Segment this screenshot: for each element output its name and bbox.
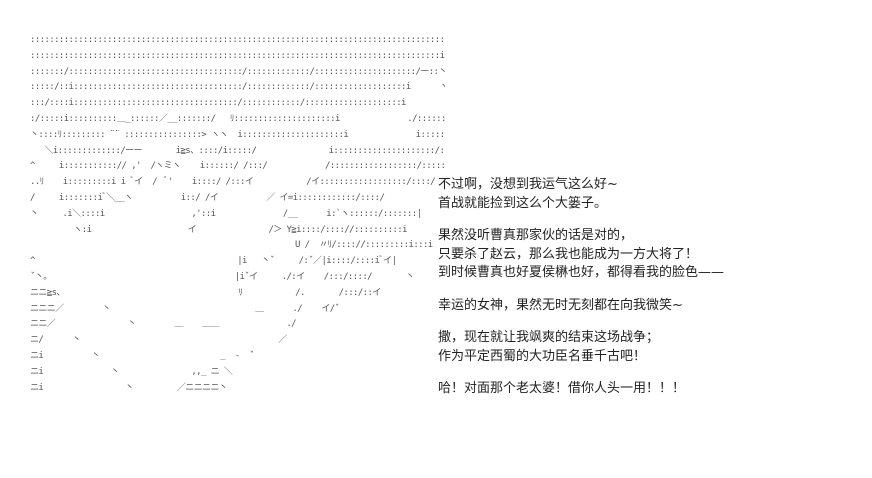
dialogue-line: 果然没听曹真那家伙的话是对的，	[438, 228, 634, 243]
dialogue-line: 幸运的女神，果然无时无刻都在向我微笑~	[438, 297, 683, 313]
dialogue-line: 不过啊，没想到我运气这么好~	[438, 177, 618, 192]
ascii-art-illustration: ::::::::::::::::::::::::::::::::::::::::…	[30, 35, 445, 393]
dialogue-line: 撒，现在就让我飒爽的结束这场战争；	[438, 330, 660, 345]
dialogue-line: 作为平定西蜀的大功臣名垂千古吧！	[438, 348, 647, 364]
dialogue-text: 不过啊，没想到我运气这么好~ 首战就能捡到这么个大篓子。 果然没听曹真那家伙的话…	[438, 176, 858, 399]
dialogue-line: 到时候曹真也好夏侯楙也好，都得看我的脸色——	[438, 265, 725, 280]
dialogue-line: 哈！对面那个老太婆！借你人头一用！！！	[438, 381, 686, 396]
dialogue-line: 只要杀了赵云，那么我也能成为一方大将了！	[438, 246, 699, 262]
dialogue-line: 首战就能捡到这么个大篓子。	[438, 195, 608, 211]
